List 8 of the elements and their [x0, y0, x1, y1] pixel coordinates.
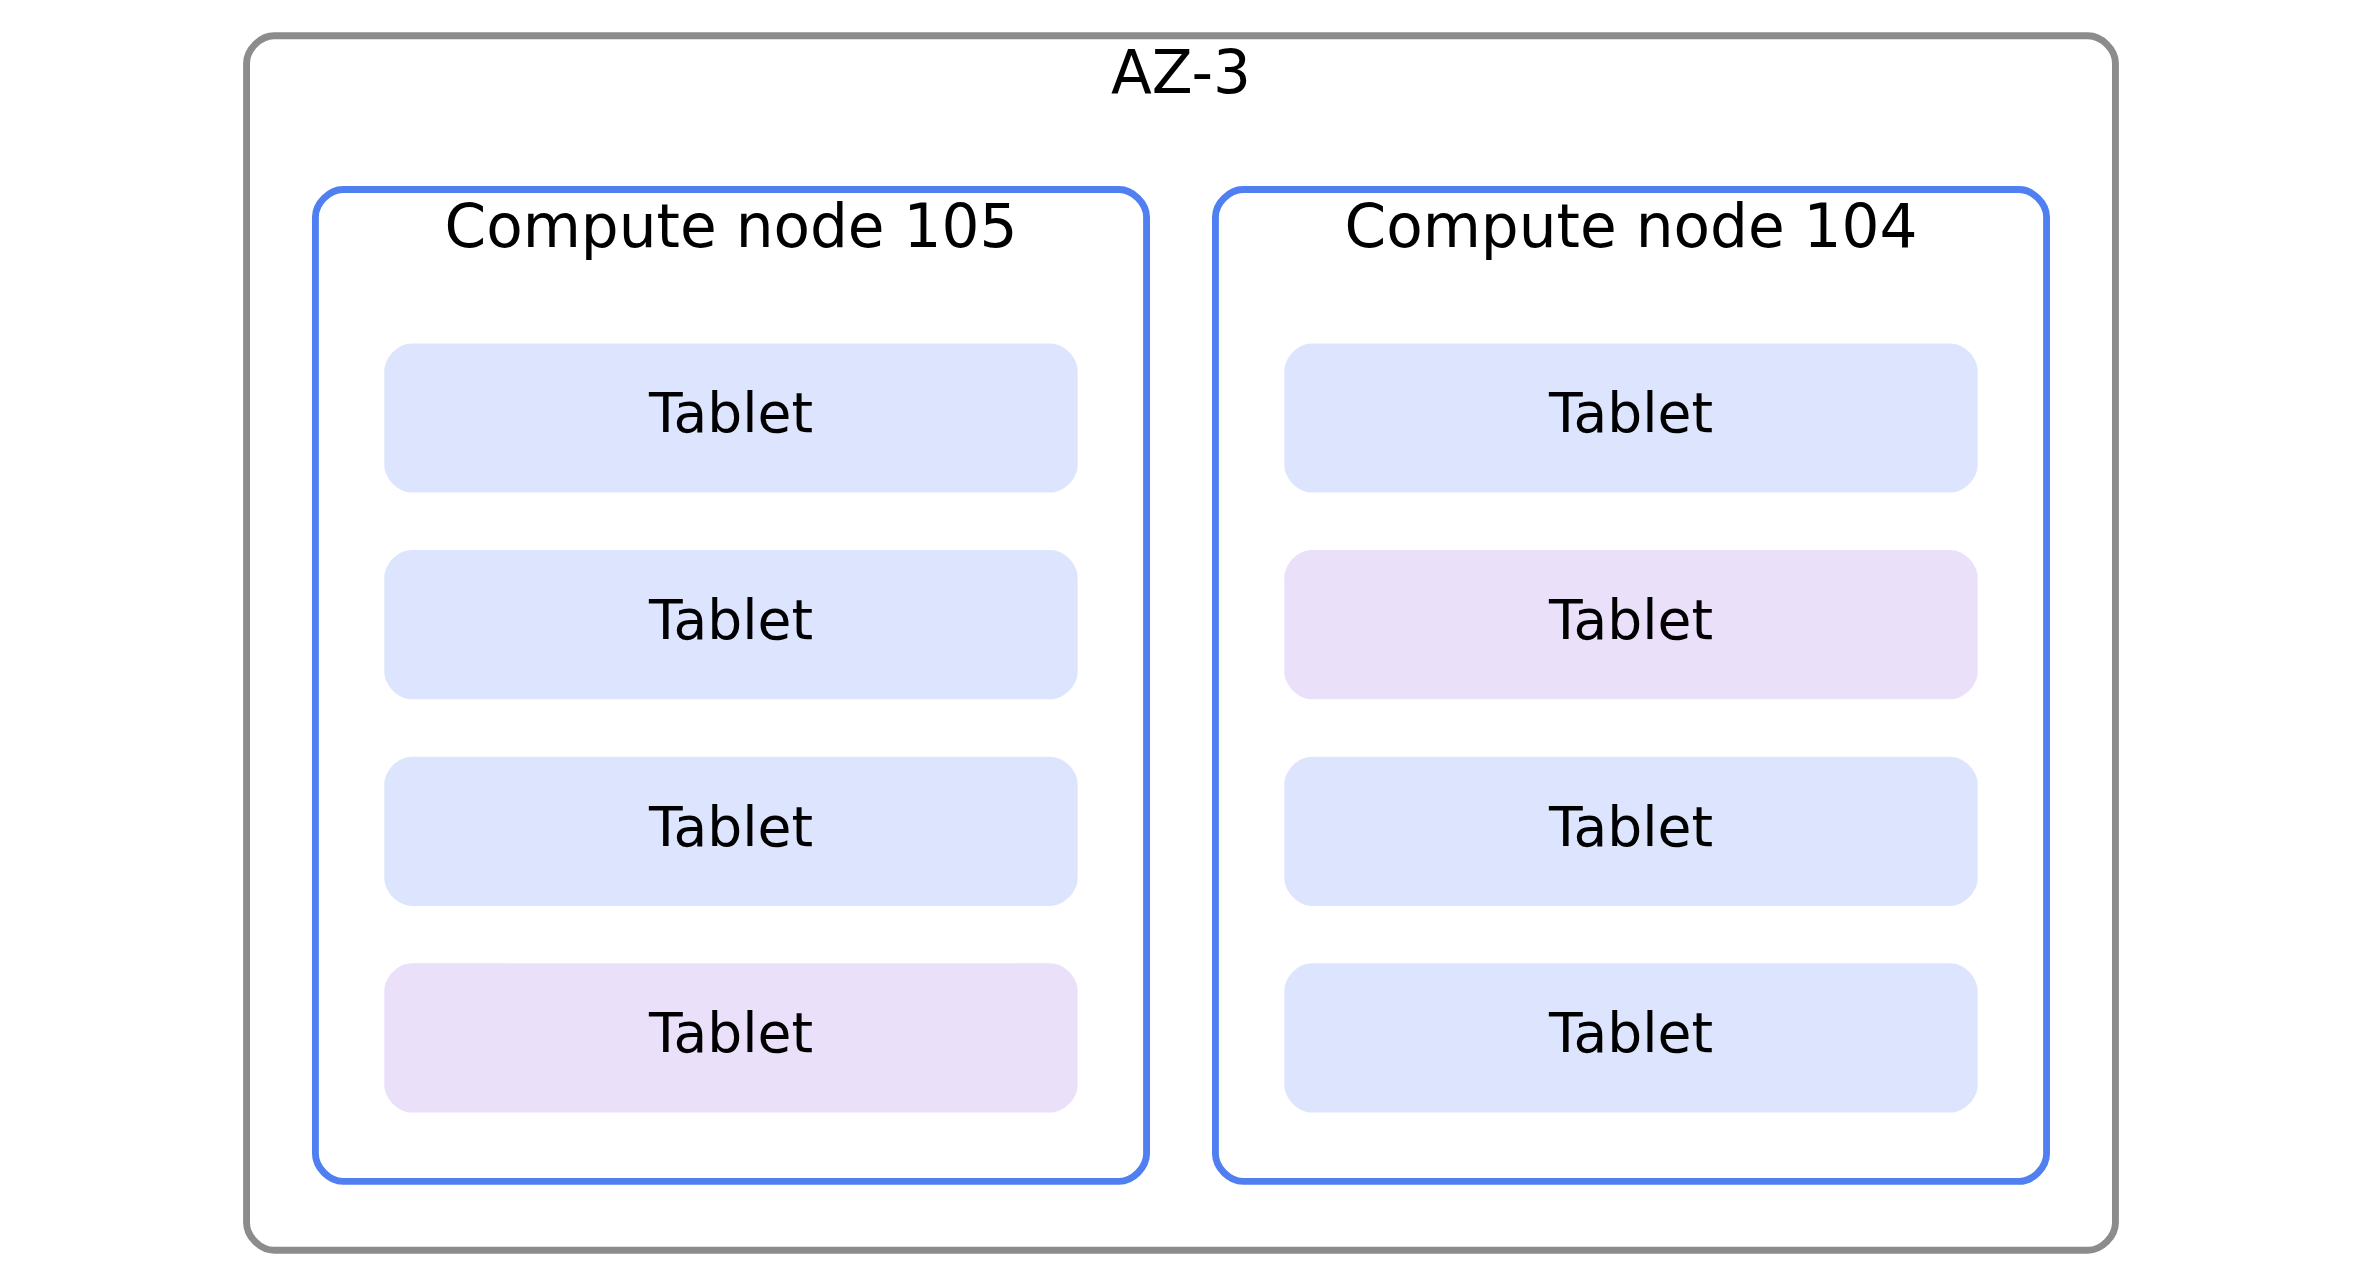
node-box: Tablet	[383, 963, 1078, 1113]
node-box: Tablet	[383, 756, 1078, 906]
node-box: Tablet	[1283, 756, 1978, 906]
node-box: Tablet	[1283, 963, 1978, 1113]
node-box: Tablet	[1283, 343, 1978, 493]
node-box: Tablet	[383, 550, 1078, 700]
node-box: Tablet	[383, 343, 1078, 493]
node-box: Tablet	[1283, 550, 1978, 700]
